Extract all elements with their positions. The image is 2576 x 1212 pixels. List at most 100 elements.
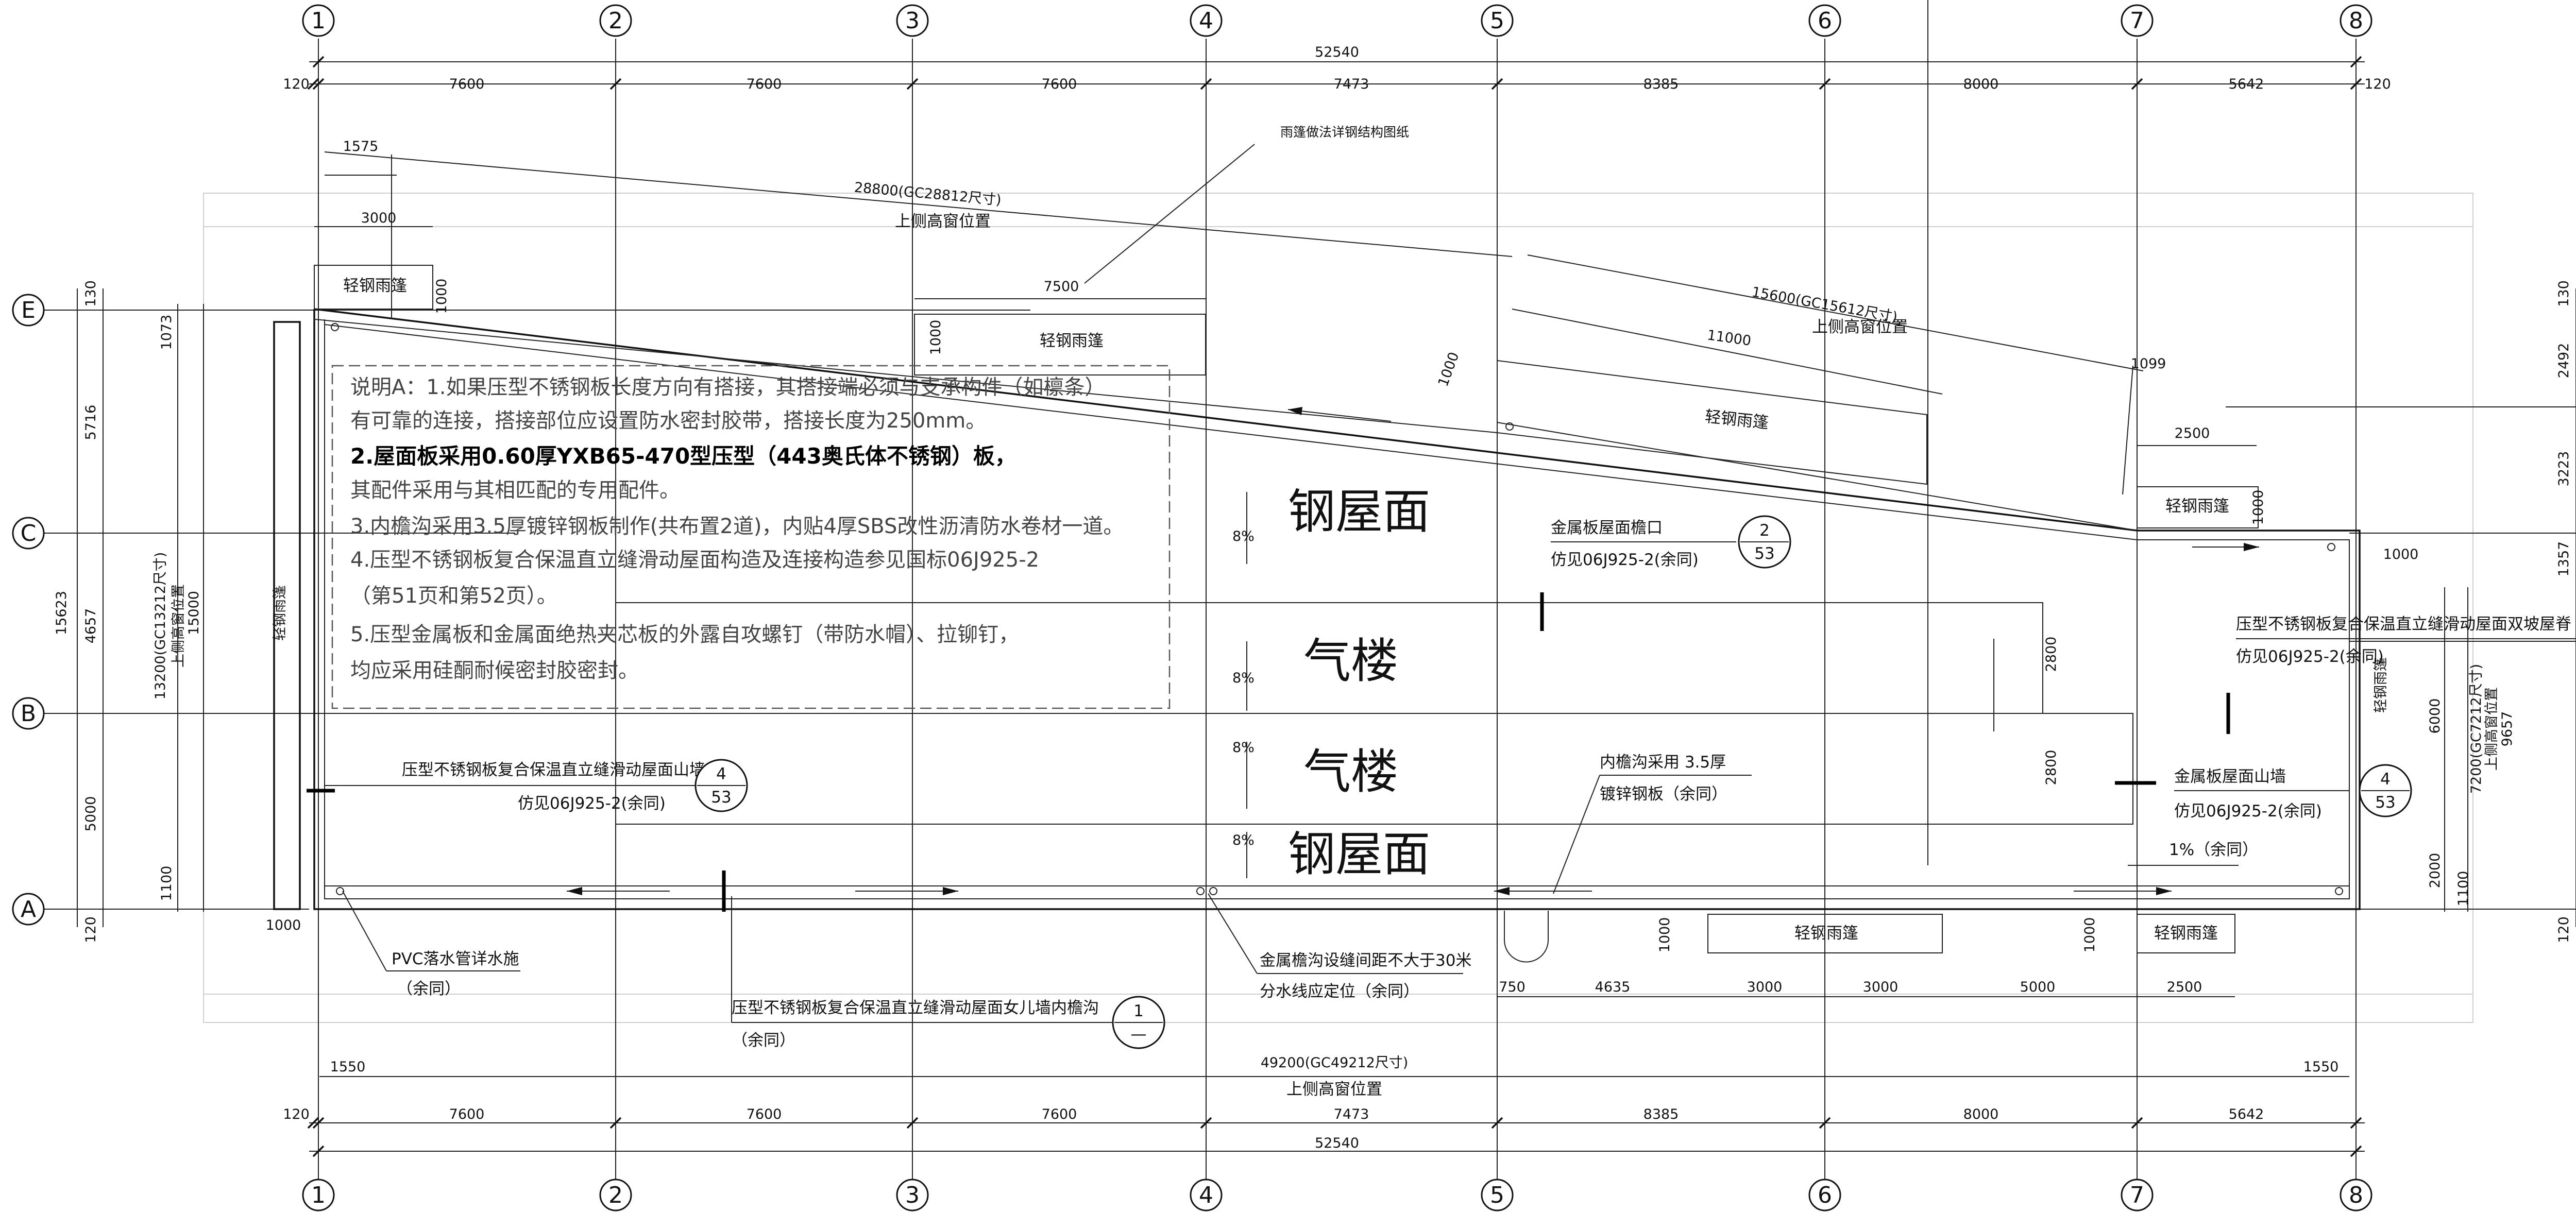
- span-dim-3-4-top: 7600: [1042, 76, 1077, 92]
- top-dim-1000-b: 1000: [928, 320, 944, 355]
- span-dim-2-3-top: 7600: [747, 76, 782, 92]
- right-window-length: 9657: [2499, 711, 2515, 747]
- canopy-label-top-2: 轻钢雨篷: [1040, 332, 1104, 350]
- top-dim-7500: 7500: [1044, 279, 1079, 295]
- callout-pvc-line-2: （余同）: [397, 980, 461, 998]
- callout-eave-line-2: 仿见06J925-2(余同): [1551, 551, 1699, 569]
- bottom-dim-1550-right: 1550: [2303, 1059, 2339, 1075]
- left-window-position: 上侧高窗位置: [171, 584, 187, 668]
- bottom-dim-1000: 1000: [266, 917, 301, 933]
- axis-label-8-bottom: 8: [2349, 1182, 2363, 1208]
- span-dim-6-7-top: 8000: [1963, 76, 1999, 92]
- right-dim-3223: 3223: [2556, 451, 2572, 487]
- axis-label-2-top: 2: [608, 8, 623, 34]
- axis-label-A-left: A: [21, 896, 36, 923]
- top-dim-1575: 1575: [343, 139, 379, 155]
- top-window-dim-1: 28800(GC28812尺寸): [854, 180, 1002, 209]
- top-dim-1000-a: 1000: [434, 279, 450, 314]
- axis-label-8-top: 8: [2349, 8, 2363, 34]
- right-dim-2000: 2000: [2427, 853, 2443, 889]
- left-dim-5716: 5716: [83, 405, 99, 440]
- bottom-canopies: 轻钢雨篷 轻钢雨篷 1000 1550 1550 750 4635 3000 3…: [266, 914, 2349, 1099]
- span-dim-4-5-bottom: 7473: [1334, 1106, 1369, 1122]
- canopy-structure-note: 雨篷做法详钢结构图纸: [1280, 125, 1409, 140]
- building-outline: [273, 308, 2361, 963]
- slope-label-2: 8%: [1232, 670, 1255, 686]
- callout-gable-right-line-2: 仿见06J925-2(余同): [2174, 802, 2322, 821]
- top-dim-3000: 3000: [361, 210, 397, 226]
- span-dim-7-8-top: 5642: [2229, 76, 2264, 92]
- zone-roof-bottom: 钢屋面: [1288, 827, 1430, 882]
- left-dim-4657: 4657: [83, 608, 99, 644]
- axis-label-7-bottom: 7: [2130, 1182, 2144, 1208]
- span-dim-4-5-top: 7473: [1334, 76, 1369, 92]
- right-window-position: 上侧高窗位置: [2484, 687, 2500, 771]
- callout-gable-left-line-2: 仿见06J925-2(余同): [518, 794, 666, 813]
- bottom-dim-3000-a: 3000: [1747, 979, 1783, 995]
- right-dim-1000: 1000: [2383, 547, 2419, 562]
- callout-eave-line-1: 金属板屋面檐口: [1551, 519, 1663, 537]
- callout-slope-1-percent: 1%（余同）: [2169, 841, 2258, 859]
- span-dim-7-8-bottom: 5642: [2229, 1106, 2264, 1122]
- note-line-9: 均应采用硅酮耐候密封胶密封。: [350, 659, 639, 682]
- top-axis-bubbles: 1 2 3 4 5 6 7 8: [302, 4, 2372, 37]
- right-dimension-chain: 130 2492 3223 1357 15623 6000 2000 1100 …: [2373, 280, 2576, 943]
- note-line-7: （第51页和第52页）。: [350, 584, 557, 608]
- top-dim-2500: 2500: [2175, 425, 2210, 441]
- left-dim-130: 130: [83, 280, 99, 307]
- callout-parapet-line-1: 压型不锈钢板复合保温直立缝滑动屋面女儿墙内檐沟: [732, 999, 1099, 1017]
- axis-label-6-top: 6: [1818, 8, 1832, 34]
- callout-ridge-line-2: 仿见06J925-2(余同): [2236, 647, 2384, 666]
- span-dim-6-7-bottom: 8000: [1963, 1106, 1999, 1122]
- axis-label-B-left: B: [21, 701, 36, 727]
- bottom-dim-4635: 4635: [1595, 979, 1631, 995]
- bottom-dim-5000: 5000: [2020, 979, 2056, 995]
- overall-width-top: 52540: [1315, 44, 1359, 60]
- left-axis-bubbles: E C B A: [12, 294, 45, 926]
- axis-label-1-top: 1: [311, 8, 326, 34]
- left-dim-15623: 15623: [54, 591, 70, 635]
- callout-gutter-line-1: 内檐沟采用 3.5厚: [1600, 753, 1726, 772]
- left-dimension-chain: 130 5716 4657 5000 120 15623 1073 1100 1…: [54, 280, 288, 943]
- note-line-4: 其配件采用与其相匹配的专用配件。: [350, 479, 680, 502]
- note-line-2: 有可靠的连接，搭接部位应设置防水密封胶带，搭接长度为250mm。: [350, 409, 986, 433]
- callout-pvc-line-1: PVC落水管详水施: [392, 950, 519, 968]
- zone-stair-bottom: 气楼: [1303, 744, 1398, 799]
- right-dim-2492: 2492: [2556, 343, 2572, 379]
- canopy-label-top-4: 轻钢雨篷: [2165, 497, 2229, 516]
- note-line-8: 5.压型金属板和金属面绝热夹芯板的外露自攻螺钉（带防水帽）、拉铆钉，: [350, 623, 1019, 646]
- edge-dim-bottom-left: 120: [283, 1106, 310, 1122]
- axis-label-7-top: 7: [2130, 8, 2144, 34]
- callout-parapet-line-2: （余同）: [732, 1031, 795, 1050]
- bottom-dimension-chain: 120 7600 7600 7600 7473 8385 8000 5642 5…: [283, 1106, 2365, 1157]
- edge-dim-top-right: 120: [2364, 76, 2391, 92]
- axis-label-C-left: C: [21, 520, 37, 547]
- callout-gutter-line-2: 镀锌钢板（余同）: [1600, 785, 1727, 804]
- eave-ref-bottom: 53: [1754, 544, 1774, 563]
- left-dim-120: 120: [83, 916, 99, 943]
- left-dim-1100: 1100: [159, 866, 175, 901]
- eave-ref-top: 2: [1759, 521, 1770, 540]
- span-dim-5-6-top: 8385: [1643, 76, 1679, 92]
- canopy-label-top-3: 轻钢雨篷: [1704, 407, 1770, 433]
- parapet-ref-bottom: —: [1131, 1025, 1147, 1044]
- top-dim-1000-d: 1000: [2250, 490, 2266, 525]
- top-dim-1099: 1099: [2131, 356, 2166, 372]
- slope-label-4: 8%: [1232, 832, 1255, 848]
- gable-right-ref-bottom: 53: [2375, 793, 2395, 812]
- bottom-window-position: 上侧高窗位置: [1286, 1080, 1382, 1099]
- span-dim-1-2-top: 7600: [449, 76, 485, 92]
- axis-label-6-bottom: 6: [1818, 1182, 1832, 1208]
- slope-label-1: 8%: [1232, 528, 1255, 544]
- note-line-6: 4.压型不锈钢板复合保温直立缝滑动屋面构造及连接构造参见国标06J925-2: [350, 548, 1039, 572]
- top-window-position-2: 上侧高窗位置: [1812, 318, 1908, 336]
- axis-label-3-bottom: 3: [905, 1182, 920, 1208]
- canopy-label-bottom-1: 轻钢雨篷: [1794, 924, 1858, 943]
- note-line-1: 说明A：1.如果压型不锈钢板长度方向有搭接，其搭接端必须与支承构件（如檩条）: [350, 375, 1106, 399]
- right-dim-1100: 1100: [2455, 871, 2471, 907]
- column-grid-lines: [318, 0, 2357, 1185]
- gable-right-ref-top: 4: [2380, 770, 2391, 789]
- right-window-dim: 7200(GC7212尺寸): [2468, 664, 2484, 794]
- lightwell-dim-2800-b: 2800: [2043, 750, 2059, 786]
